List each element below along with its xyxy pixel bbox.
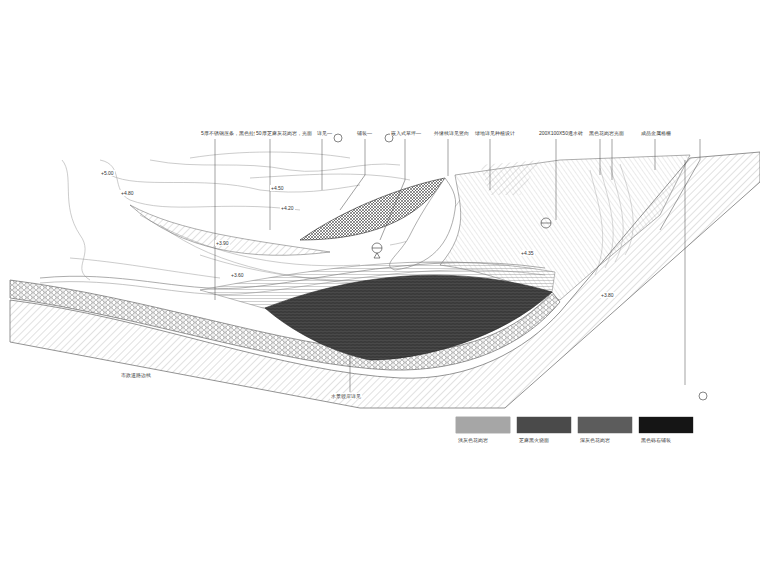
legend-swatch: [639, 417, 693, 433]
legend-text: 黑色砾石铺装: [641, 437, 671, 443]
callout-note: 50厚芝麻灰花岗岩，光面: [255, 130, 313, 136]
elevation-mark: +4.20: [280, 205, 295, 211]
legend-text: 浅灰色花岗岩: [458, 437, 488, 443]
callout-note: 嵌入式草坪—: [390, 130, 422, 136]
callout-note: 绿地详见种植设计: [474, 130, 516, 136]
elevation-mark: +3.80: [600, 292, 615, 298]
callout-note: 铺装—: [356, 130, 373, 136]
legend-text: 芝麻黑火烧面: [519, 437, 549, 443]
legend-swatch: [578, 417, 632, 433]
elevation-mark: +4.80: [120, 190, 135, 196]
elevation-mark: +4.35: [520, 250, 535, 256]
callout-note: 水景驳岸详见: [330, 393, 362, 399]
callout-note: 200X100X50透水砖: [538, 130, 584, 136]
legend-text: 深灰色花岗岩: [580, 437, 610, 443]
callout-note: 黑色花岗岩光面: [588, 130, 625, 136]
elevation-mark: +5.00: [100, 170, 115, 176]
legend-swatch: [456, 417, 510, 433]
legend-swatch: [517, 417, 571, 433]
elevation-mark: +3.90: [215, 240, 230, 246]
callout-note: 市政道路边线: [120, 372, 152, 378]
callout-note: 5厚不锈钢压条，黑色拉丝: [200, 130, 260, 136]
callout-note: 外缘线详见竖向: [433, 130, 470, 136]
callout-note: 详见—: [316, 130, 333, 136]
callout-note: 成品金属格栅: [640, 130, 672, 136]
elevation-mark: +3.60: [230, 272, 245, 278]
elevation-mark: +4.50: [270, 185, 285, 191]
